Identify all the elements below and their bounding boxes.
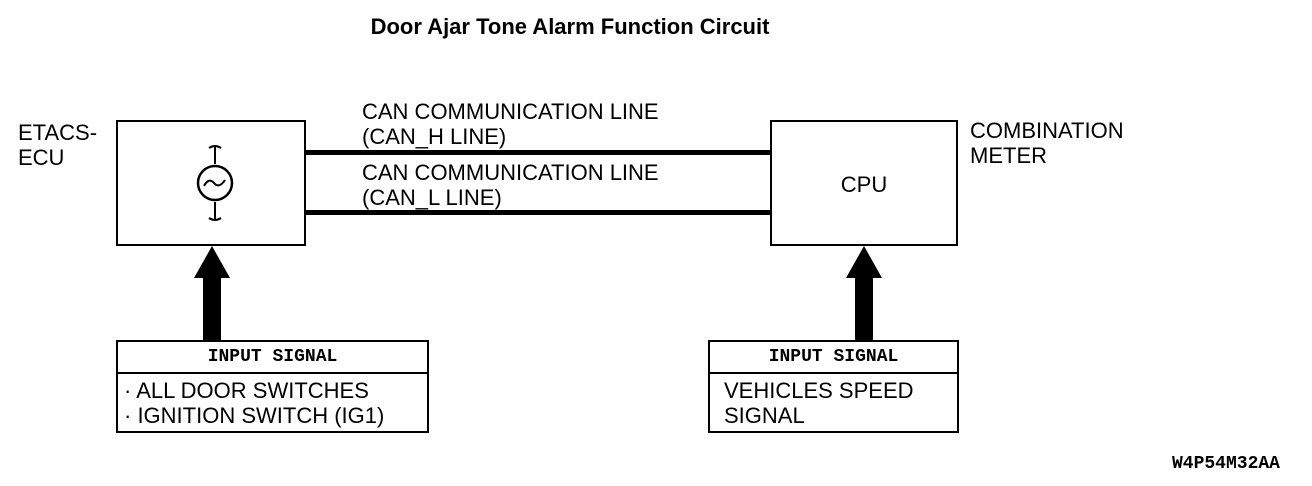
right-input-signal-box: INPUT SIGNAL VEHICLES SPEED SIGNAL: [708, 340, 959, 433]
can-h-label-line1: CAN COMMUNICATION LINE: [362, 99, 659, 124]
diagram-title: Door Ajar Tone Alarm Function Circuit: [370, 14, 770, 39]
can-h-label-line2: (CAN_H LINE): [362, 124, 507, 149]
left-up-arrow: [194, 246, 230, 340]
combination-meter-label: COMBINATION METER: [970, 118, 1124, 168]
combination-meter-label-line2: METER: [970, 143, 1047, 168]
buzzer-icon: [196, 145, 234, 221]
left-input-signal-list: · ALL DOOR SWITCHES · IGNITION SWITCH (I…: [118, 374, 427, 428]
right-input-signal-header: INPUT SIGNAL: [710, 342, 957, 374]
left-input-signal-header: INPUT SIGNAL: [118, 342, 427, 374]
can-l-label-line2: (CAN_L LINE): [362, 185, 502, 210]
combination-meter-label-line1: COMBINATION: [970, 118, 1124, 143]
left-input-signal-item: · IGNITION SWITCH (IG1): [124, 403, 385, 428]
can-l-label: CAN COMMUNICATION LINE (CAN_L LINE): [362, 160, 659, 210]
can-l-line: [306, 210, 772, 215]
figure-code: W4P54M32AA: [1171, 454, 1280, 474]
etacs-ecu-label: ETACS- ECU: [18, 120, 97, 170]
cpu-label: CPU: [840, 172, 888, 197]
etacs-ecu-box: [116, 120, 306, 246]
left-input-signal-item: · ALL DOOR SWITCHES: [124, 378, 369, 403]
right-up-arrow: [846, 246, 882, 340]
left-input-signal-box: INPUT SIGNAL · ALL DOOR SWITCHES · IGNIT…: [116, 340, 429, 433]
right-input-signal-list: VEHICLES SPEED SIGNAL: [710, 374, 957, 428]
etacs-ecu-label-line1: ETACS-: [18, 120, 98, 145]
right-input-signal-item: SIGNAL: [724, 403, 805, 428]
can-l-label-line1: CAN COMMUNICATION LINE: [362, 160, 659, 185]
etacs-ecu-label-line2: ECU: [18, 145, 65, 170]
right-input-signal-item: VEHICLES SPEED: [724, 378, 914, 403]
combination-meter-box: CPU: [770, 120, 958, 246]
can-h-line: [306, 150, 772, 155]
can-h-label: CAN COMMUNICATION LINE (CAN_H LINE): [362, 99, 659, 149]
